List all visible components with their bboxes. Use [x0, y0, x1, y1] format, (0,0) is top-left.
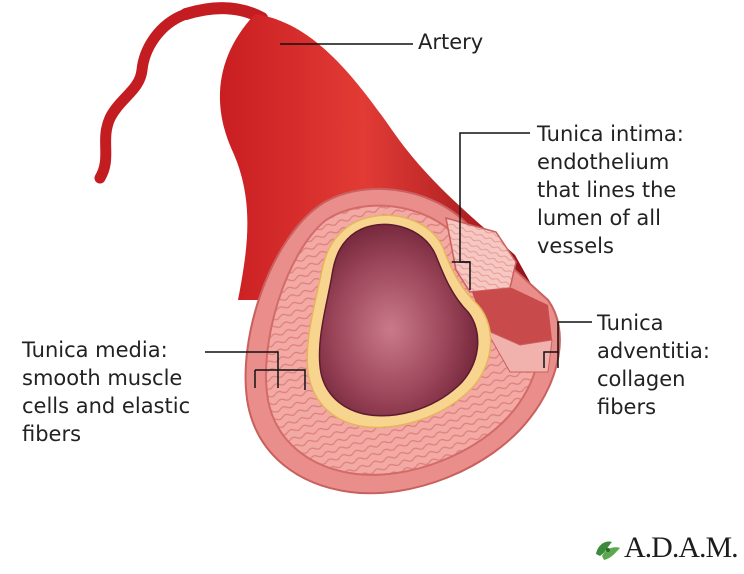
adam-logo-leaf-icon	[596, 542, 620, 561]
adam-logo-text: A.D.A.M.	[624, 531, 738, 565]
vessel-branch-tip	[186, 8, 262, 18]
label-artery: Artery	[418, 28, 483, 56]
label-tunica-adventitia: Tunica adventitia: collagen fibers	[597, 309, 710, 421]
label-tunica-media: Tunica media: smooth muscle cells and el…	[22, 336, 190, 448]
vessel-branch	[100, 14, 186, 178]
label-tunica-intima: Tunica intima: endothelium that lines th…	[537, 120, 684, 260]
